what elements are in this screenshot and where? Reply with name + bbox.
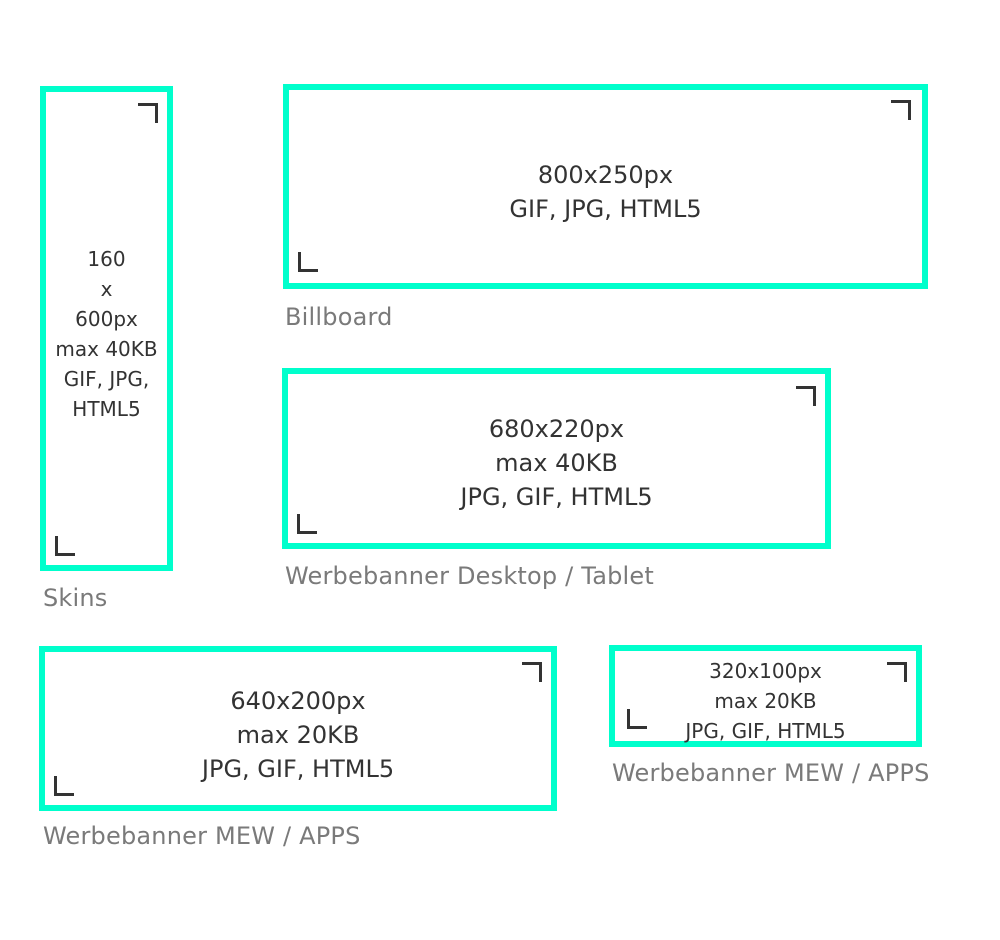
format-specs: 800x250px GIF, JPG, HTML5	[289, 158, 922, 226]
corner-top-right-icon	[891, 100, 911, 120]
format-specs: 680x220px max 40KB JPG, GIF, HTML5	[288, 412, 825, 514]
spec-line: GIF, JPG,	[63, 367, 150, 391]
spec-line: JPG, GIF, HTML5	[460, 483, 653, 511]
ad-format-billboard: 800x250px GIF, JPG, HTML5	[283, 84, 928, 289]
format-label-skins: Skins	[43, 584, 108, 612]
corner-bottom-left-icon	[298, 252, 318, 272]
spec-line: 800x250px	[537, 161, 674, 189]
spec-line: max 40KB	[495, 449, 618, 477]
ad-format-mew-apps-small: 320x100px max 20KB JPG, GIF, HTML5	[609, 645, 922, 747]
format-specs: 320x100px max 20KB JPG, GIF, HTML5	[615, 656, 916, 746]
ad-format-desktop-tablet: 680x220px max 40KB JPG, GIF, HTML5	[282, 368, 831, 549]
corner-top-right-icon	[138, 103, 158, 123]
spec-line: 680x220px	[488, 415, 625, 443]
spec-line: max 40KB	[55, 337, 158, 361]
corner-bottom-left-icon	[627, 709, 647, 729]
format-label-mew-apps-small: Werbebanner MEW / APPS	[612, 759, 930, 787]
spec-line: 640x200px	[230, 687, 366, 715]
ad-format-skins: 160 x 600px max 40KB GIF, JPG, HTML5	[40, 86, 173, 571]
corner-top-right-icon	[796, 386, 816, 406]
spec-line: JPG, GIF, HTML5	[685, 719, 846, 743]
format-specs: 160 x 600px max 40KB GIF, JPG, HTML5	[46, 244, 167, 424]
spec-line: max 20KB	[714, 689, 817, 713]
spec-line: x	[100, 277, 113, 301]
format-label-billboard: Billboard	[285, 303, 393, 331]
corner-bottom-left-icon	[54, 776, 74, 796]
format-label-desktop-tablet: Werbebanner Desktop / Tablet	[285, 562, 654, 590]
corner-bottom-left-icon	[55, 536, 75, 556]
spec-line: 160	[87, 247, 126, 271]
corner-top-right-icon	[522, 662, 542, 682]
corner-bottom-left-icon	[297, 514, 317, 534]
spec-line: 600px	[75, 307, 138, 331]
spec-line: GIF, JPG, HTML5	[509, 195, 702, 223]
format-specs: 640x200px max 20KB JPG, GIF, HTML5	[45, 684, 551, 786]
corner-top-right-icon	[887, 662, 907, 682]
spec-line: max 20KB	[236, 721, 360, 749]
spec-line: 320x100px	[709, 659, 822, 683]
format-label-mew-apps-large: Werbebanner MEW / APPS	[43, 822, 361, 850]
ad-format-mew-apps-large: 640x200px max 20KB JPG, GIF, HTML5	[39, 646, 557, 811]
spec-line: JPG, GIF, HTML5	[201, 755, 395, 783]
spec-line: HTML5	[72, 397, 141, 421]
